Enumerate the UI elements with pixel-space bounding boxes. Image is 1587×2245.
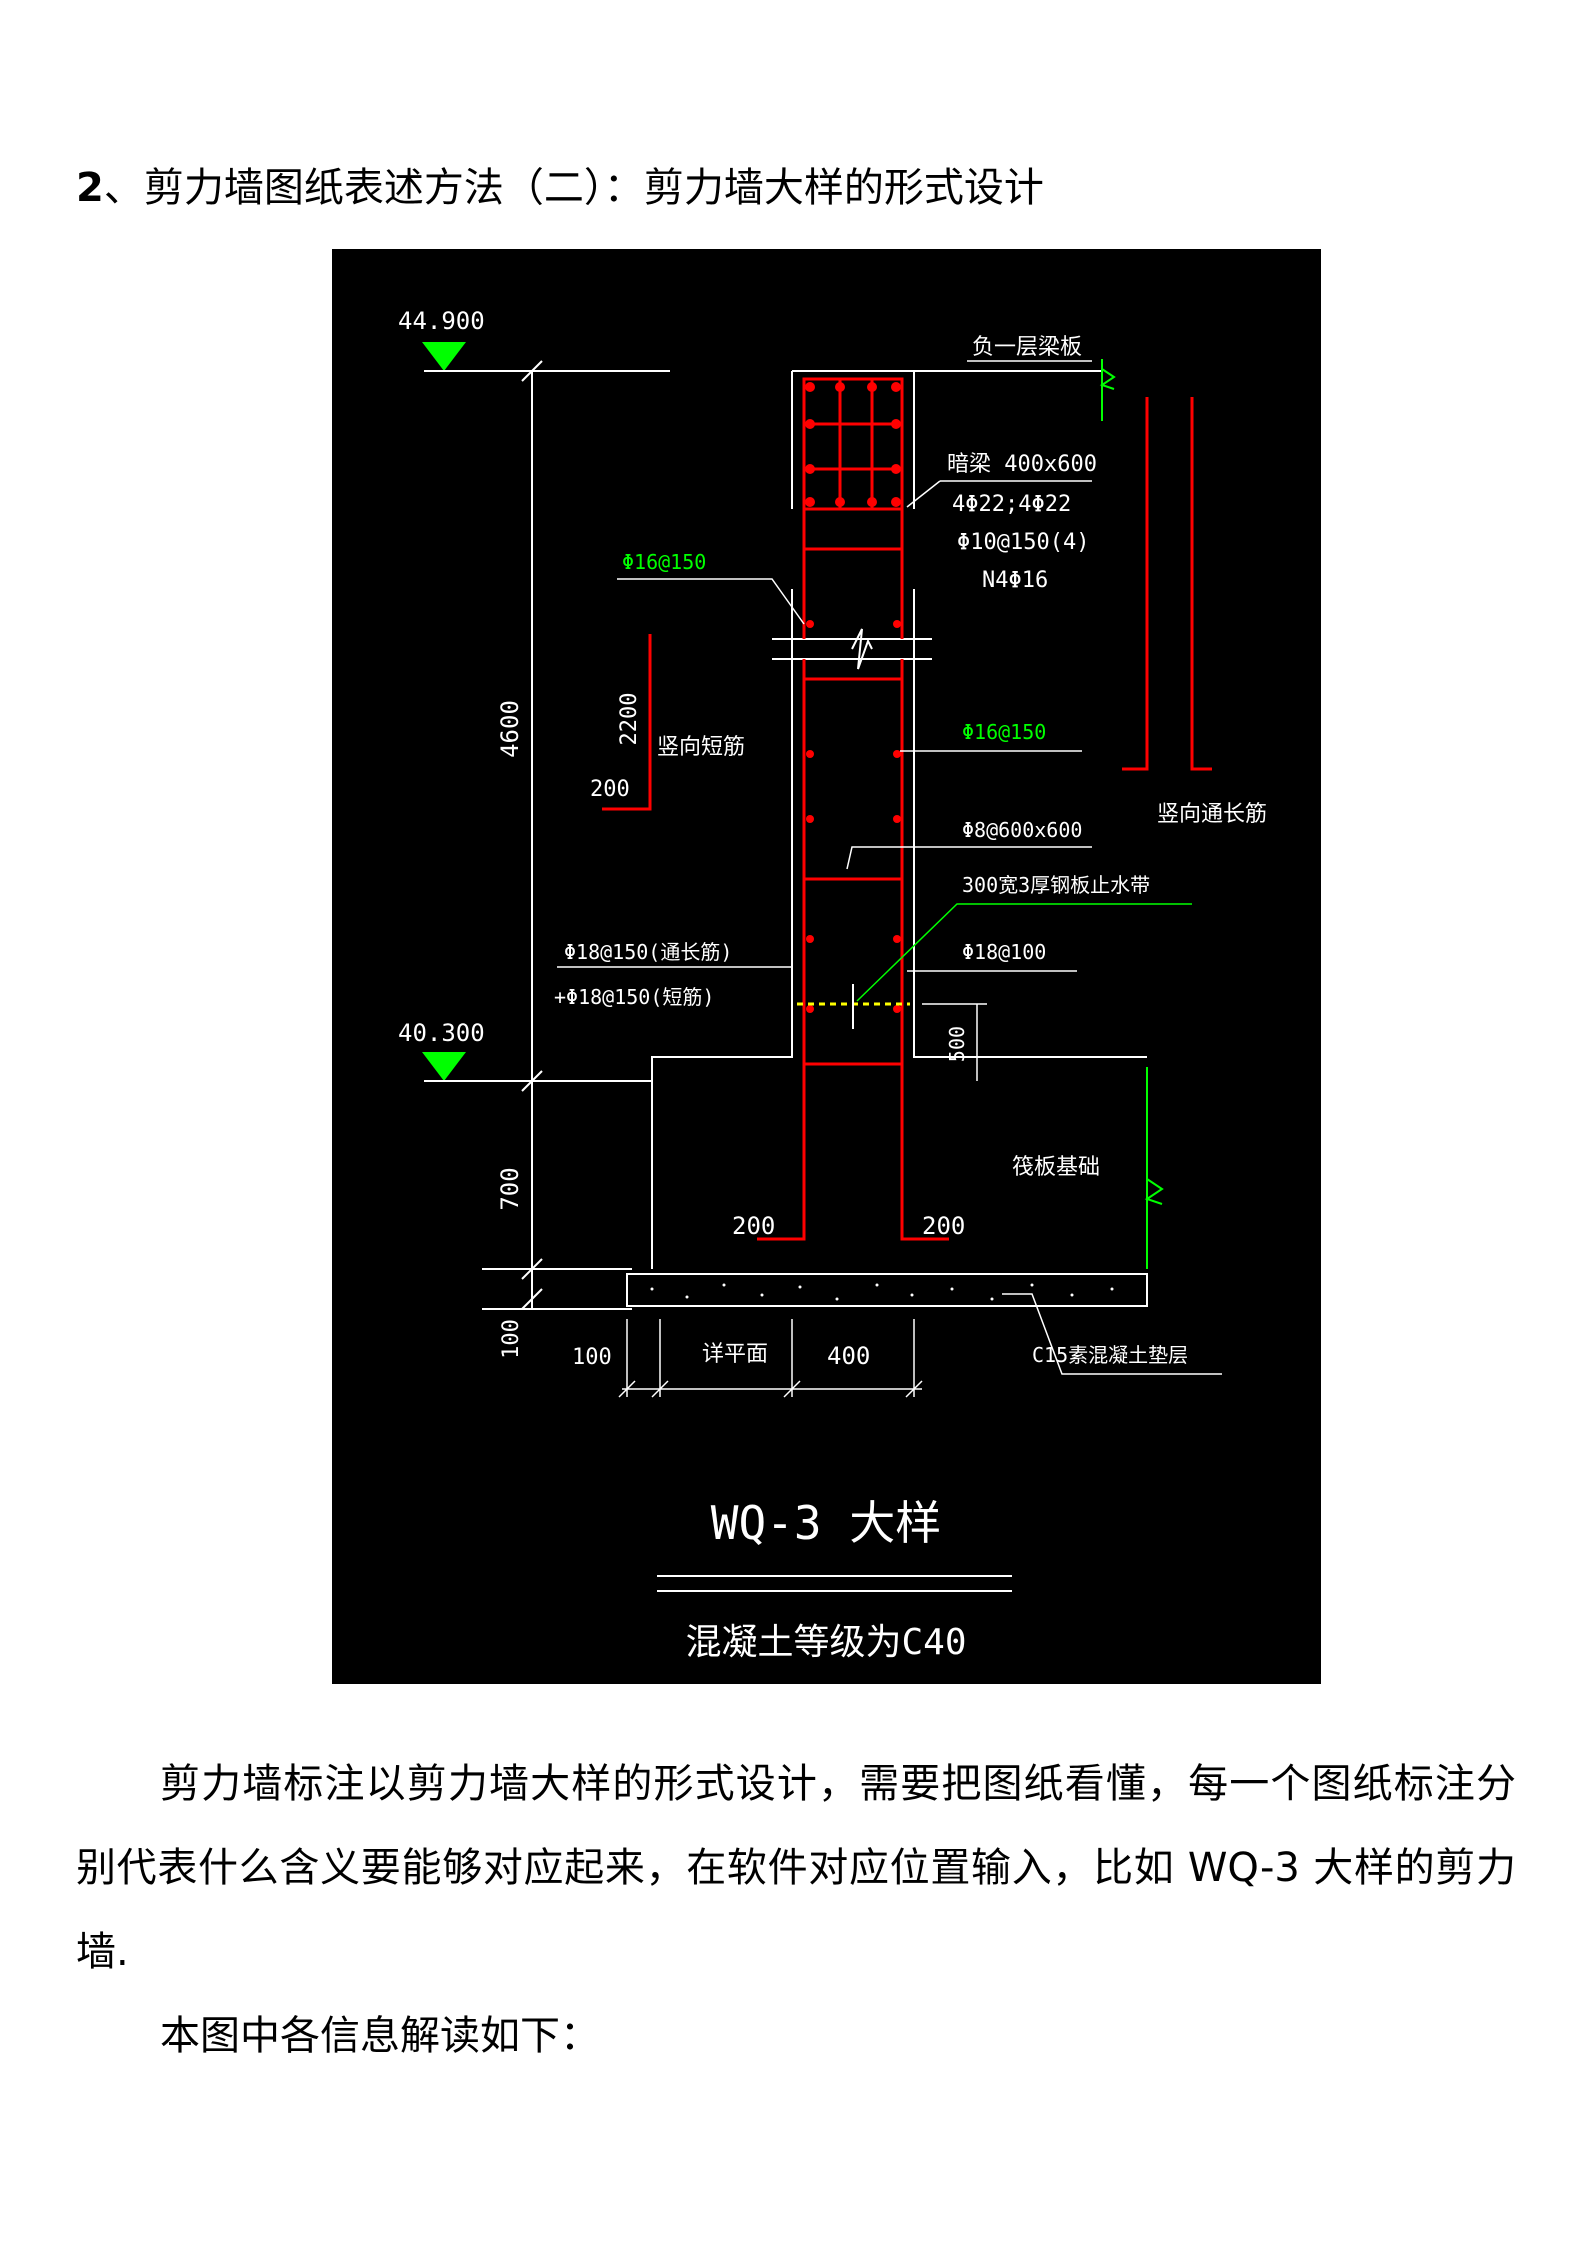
dim-100-vertical: 100 [499, 1319, 524, 1359]
slab-break [1032, 359, 1116, 421]
beam-stirrup: Φ10@150(4) [957, 530, 1089, 555]
elevation-mid-label: 40.300 [398, 1019, 485, 1047]
hidden-beam-label: 暗梁 400x600 [947, 452, 1097, 477]
raft-break [1144, 1067, 1164, 1269]
long-vertical-bar-symbol [1122, 397, 1212, 771]
elevation-marker-top: 44.900 [398, 307, 670, 372]
dim-100-horizontal: 100 [572, 1345, 612, 1370]
dimension-line-left [482, 360, 632, 1310]
long-bar-label: 竖向通长筋 [1157, 802, 1267, 827]
bottom-dimension [618, 1319, 923, 1398]
wall-break-symbol [851, 628, 873, 670]
dim-2200: 2200 [617, 693, 642, 746]
horiz-bar-left-label: Φ16@150 [622, 550, 706, 574]
dim-200-a: 200 [732, 1212, 775, 1240]
waterstop-label: 300宽3厚钢板止水带 [962, 873, 1150, 897]
cushion-layer [626, 1273, 1148, 1307]
beam-waist-bars: N4Φ16 [982, 568, 1048, 593]
body-paragraph-2: 本图中各信息解读如下： [160, 2013, 600, 2059]
drawing-title: WQ-3 大样 [711, 1496, 941, 1550]
vert-bar-right-label: Φ18@100 [962, 940, 1046, 964]
elevation-top-triangle-icon [422, 342, 466, 371]
plan-ref-label: 详平面 [702, 1342, 768, 1367]
wall-outline [651, 370, 1147, 1269]
dim-500-line [922, 1003, 987, 1081]
short-bar-label: 竖向短筋 [657, 735, 745, 760]
wall-horizontal-bars [806, 620, 901, 1013]
hidden-beam-cage [802, 377, 904, 511]
short-vertical-bar-symbol [602, 634, 652, 811]
wall-vertical-rebar [757, 509, 949, 1241]
dim-200-b: 200 [922, 1212, 965, 1240]
elevation-marker-mid: 40.300 [398, 1019, 652, 1082]
horiz-bar-right-label: Φ16@150 [962, 720, 1046, 744]
cad-svg: 44.900 40.300 4600 700 100 负一层梁板 [398, 307, 1267, 1663]
concrete-grade-note: 混凝土等级为C40 [685, 1622, 966, 1663]
section-number: 2 [76, 165, 104, 211]
body-paragraph-1: 剪力墙标注以剪力墙大样的形式设计，需要把图纸看懂，每一个图纸标注分别代表什么含义… [76, 1761, 1516, 1975]
cushion-label: C15素混凝土垫层 [1032, 1343, 1188, 1367]
slab-label: 负一层梁板 [972, 335, 1082, 360]
tie-bar-label: Φ8@600x600 [962, 818, 1082, 842]
vert-bar-label-1: Φ18@150(通长筋) [564, 940, 732, 964]
beam-main-bars: 4Φ22;4Φ22 [952, 492, 1071, 517]
cad-drawing-wq3: 44.900 40.300 4600 700 100 负一层梁板 [332, 249, 1321, 1684]
section-heading: 2、剪力墙图纸表述方法（二）：剪力墙大样的形式设计 [76, 160, 1044, 216]
dim-500: 500 [945, 1026, 969, 1062]
vert-bar-label-2: +Φ18@150(短筋) [554, 985, 714, 1009]
dim-700: 700 [496, 1167, 524, 1210]
dim-400: 400 [827, 1342, 870, 1370]
hidden-beam-bars [805, 382, 901, 507]
elevation-top-label: 44.900 [398, 307, 485, 335]
raft-label: 筏板基础 [1012, 1155, 1100, 1180]
dim-200-left: 200 [590, 777, 630, 802]
section-title: 、剪力墙图纸表述方法（二）：剪力墙大样的形式设计 [103, 165, 1044, 211]
dim-4600: 4600 [496, 700, 524, 758]
elevation-mid-triangle-icon [422, 1052, 466, 1081]
